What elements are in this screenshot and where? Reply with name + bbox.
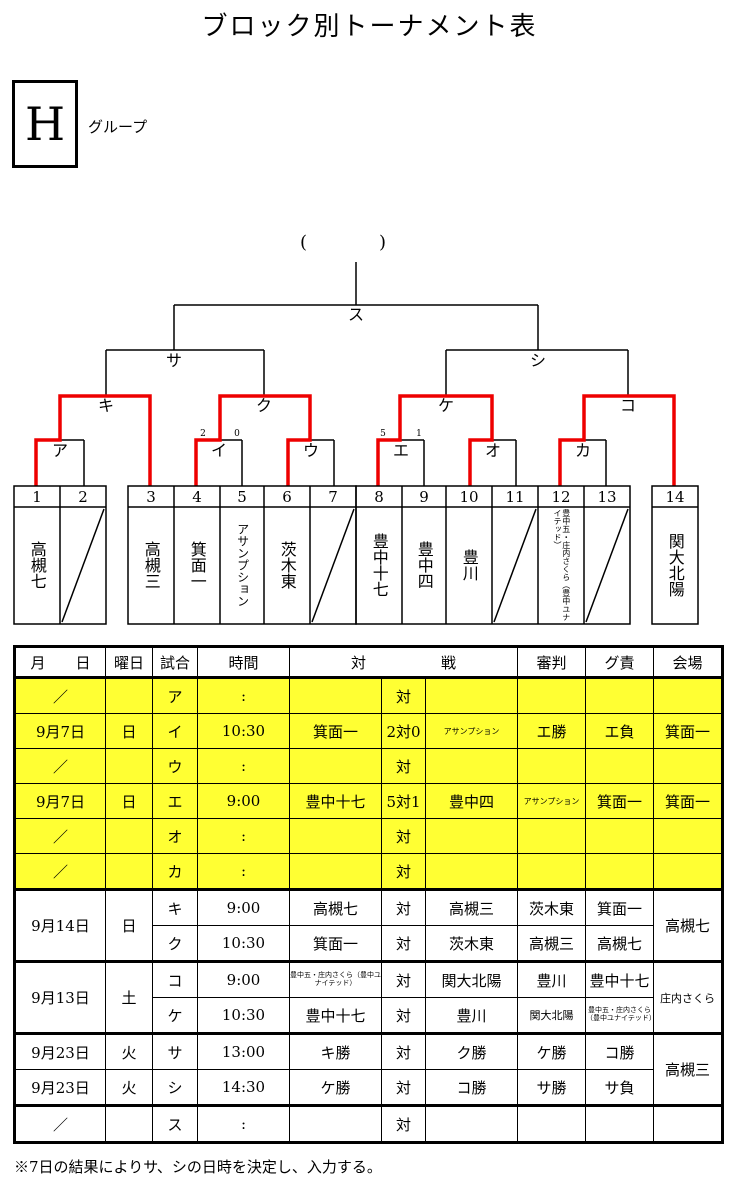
match-label-a: ア (52, 441, 68, 460)
match-label-sa: サ (166, 351, 182, 370)
match-label-u: ウ (303, 441, 319, 460)
slot-team-3: 高槻三 (141, 541, 161, 589)
score-i-right: 0 (234, 429, 240, 439)
header-match: 試合 (152, 646, 198, 678)
header-time: 時間 (197, 646, 290, 678)
header-referee: 審判 (517, 646, 587, 678)
slot-team-5: アサンプション (235, 523, 250, 607)
table-row: ／ス: 対 (14, 1104, 724, 1143)
score-e-right: 1 (416, 429, 422, 439)
slot-number: 7 (328, 488, 338, 506)
group-label: グループ (88, 118, 148, 136)
slot-team-10: 豊川 (459, 549, 479, 581)
table-row: ／カ: 対 (14, 853, 724, 890)
match-label-ka: カ (575, 441, 591, 460)
slot-number: 14 (665, 488, 684, 506)
slot-team-6: 茨木東 (277, 541, 297, 589)
footnote: ※7日の結果によりサ、シの日時を決定し、入力する。 (14, 1158, 382, 1176)
winner-path-lines (34, 394, 676, 486)
table-header-row: 月 日 曜日 試合 時間 対 戦 審判 グ責 会場 (14, 646, 724, 678)
slot-number: 10 (459, 488, 478, 506)
slot-team-8: 豊中十七 (369, 533, 389, 597)
match-label-ko: コ (620, 396, 636, 415)
header-duty: グ責 (585, 646, 655, 678)
match-label-ke: ケ (438, 396, 454, 415)
slot-number: 2 (78, 488, 88, 506)
table-row: ／ウ: 対 (14, 748, 724, 784)
header-versus: 対 戦 (288, 646, 519, 678)
header-venue: 会場 (653, 646, 724, 678)
slot-number: 4 (192, 488, 202, 506)
slot-team-12: 豊中五・庄内さくら（豊中ユナイテッド） (553, 509, 571, 621)
slot-number: 11 (505, 488, 524, 506)
slot-team-9: 豊中四 (414, 541, 434, 589)
slot-number: 3 (146, 488, 156, 506)
header-date: 月 日 (14, 646, 106, 678)
tournament-bracket: ス サ シ キ ク ケ コ ア イ ウ エ オ カ 2 0 5 1 1 2 3 … (13, 262, 699, 625)
match-label-ki: キ (98, 396, 114, 415)
match-label-shi: シ (530, 351, 546, 370)
final-winner-placeholder: ( ) (300, 232, 387, 253)
table-row: ／ア: 対 (14, 676, 724, 714)
slot-number: 5 (237, 488, 247, 506)
group-letter-box: H (12, 80, 78, 168)
slot-number: 13 (597, 488, 616, 506)
slot-team-14: 関大北陽 (665, 533, 685, 597)
slot-number: 6 (282, 488, 292, 506)
slot-team-4: 箕面一 (187, 541, 207, 589)
match-label-o: オ (485, 441, 501, 460)
table-row: ／オ: 対 (14, 818, 724, 854)
slot-number: 1 (32, 488, 42, 506)
slot-number: 9 (419, 488, 429, 506)
match-label-su: ス (348, 305, 364, 324)
match-label-ku: ク (256, 396, 272, 415)
match-label-e: エ (393, 441, 409, 460)
slot-team-1: 高槻七 (27, 541, 47, 589)
slot-number: 8 (374, 488, 384, 506)
header-day: 曜日 (105, 646, 153, 678)
slot-number: 12 (551, 488, 570, 506)
score-e-left: 5 (380, 429, 386, 439)
match-label-i: イ (211, 441, 227, 460)
score-i-left: 2 (200, 429, 206, 439)
page-title: ブロック別トーナメント表 (201, 12, 538, 42)
group-letter: H (24, 97, 66, 151)
